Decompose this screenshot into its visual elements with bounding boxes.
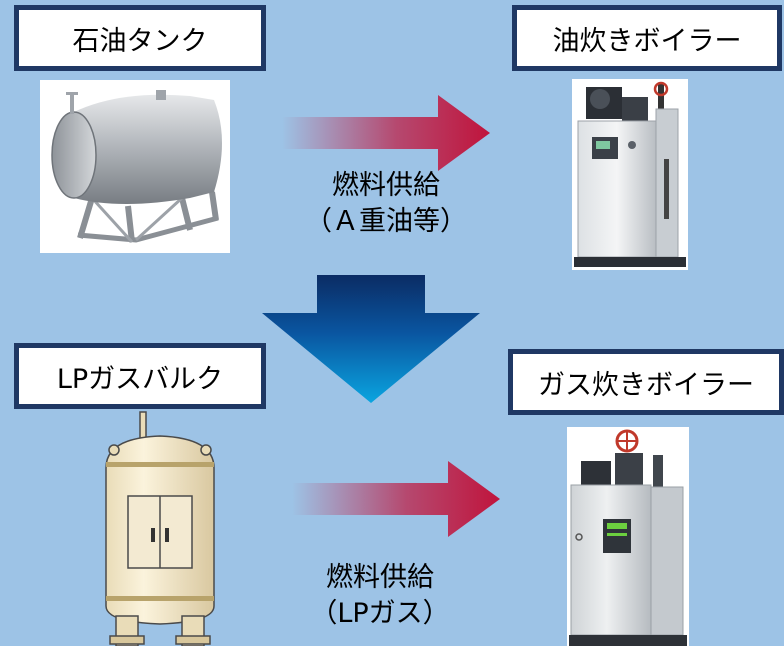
arrow-right-icon	[282, 95, 490, 171]
lp-gas-bulk-tank-icon	[105, 411, 215, 646]
supply-caption-top-line1: 燃料供給	[332, 170, 440, 201]
supply-caption-bottom-line2: （LPガス）	[310, 597, 450, 629]
oil-tank-icon	[51, 90, 222, 244]
supply-caption-bottom: 燃料供給 （LPガス）	[282, 560, 478, 631]
supply-caption-top: 燃料供給 （Ａ重油等）	[288, 168, 484, 239]
supply-caption-top-line2: （Ａ重油等）	[305, 205, 467, 237]
supply-arrow-bottom	[292, 461, 500, 537]
gas-boiler-label: ガス炊きボイラー	[508, 349, 784, 415]
arrow-right-icon	[292, 461, 500, 537]
lp-gas-bulk-label: LPガスバルク	[14, 343, 266, 409]
oil-tank-image	[40, 80, 230, 253]
oil-boiler-label: 油炊きボイラー	[512, 5, 782, 71]
oil-boiler-icon	[574, 81, 686, 267]
gas-boiler-image	[567, 427, 689, 646]
gas-boiler-icon	[569, 429, 687, 646]
transition-arrow	[262, 275, 480, 403]
oil-boiler-image	[572, 79, 688, 270]
arrow-down-icon	[262, 275, 480, 403]
supply-caption-bottom-line1: 燃料供給	[326, 562, 434, 593]
oil-tank-label: 石油タンク	[14, 5, 266, 71]
supply-arrow-top	[282, 95, 490, 171]
